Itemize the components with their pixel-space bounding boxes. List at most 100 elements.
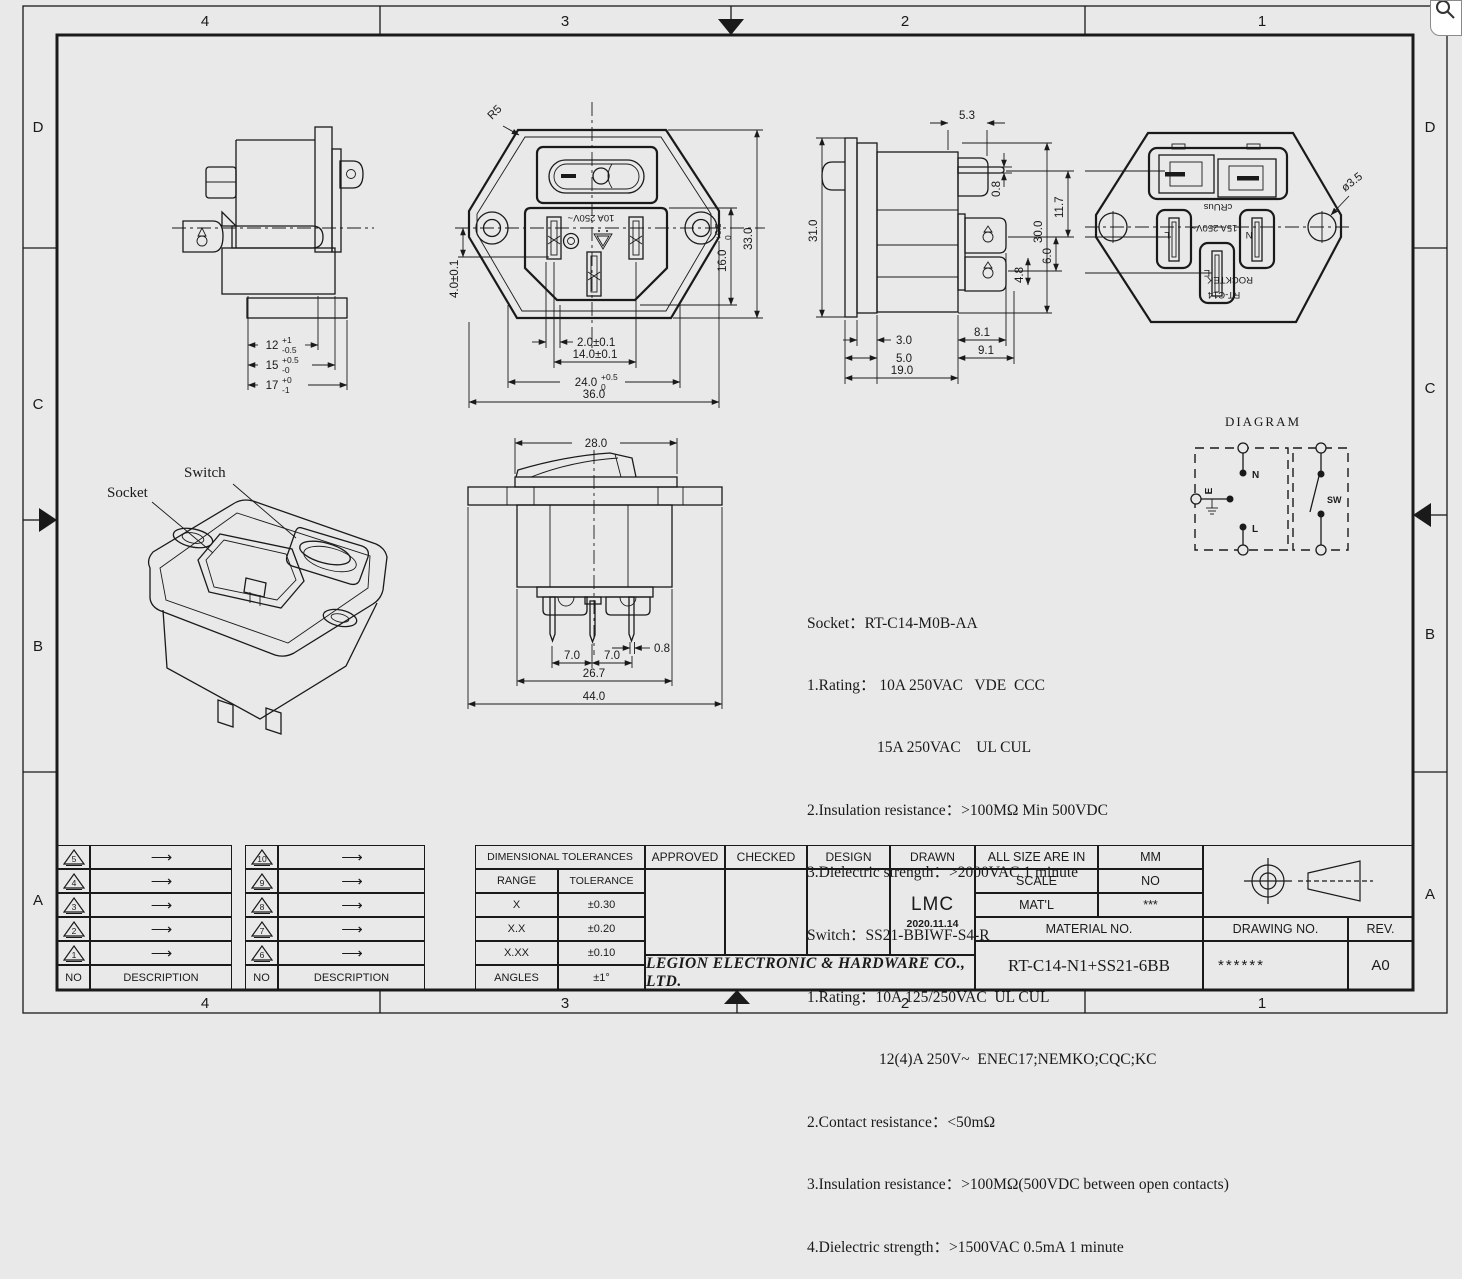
rev-no-header: NO [245, 965, 278, 990]
rev-number: 10 [257, 854, 267, 864]
tolerance-title: DIMENSIONAL TOLERANCES [475, 845, 645, 869]
zone-top-4: 4 [201, 13, 209, 30]
checked-cell [725, 869, 807, 955]
rear-rating-text: 15A 250V~ [1190, 222, 1237, 233]
dim-11-7: 11.7 [1054, 196, 1066, 218]
design-header: DESIGN [807, 845, 890, 869]
rev-no-header: NO [57, 965, 90, 990]
rev-arrow: ⟶ [278, 869, 425, 893]
side-view: 5.3 0.8 31.0 30.0 11.7 6.0 4.8 [808, 110, 1074, 384]
tolerance-range: X.X [475, 917, 558, 941]
spec-line: 15A 250VAC UL CUL [877, 739, 1032, 757]
tolerance-range: ANGLES [475, 965, 558, 990]
tolerance-range: X.XX [475, 941, 558, 965]
rev-arrow: ⟶ [278, 917, 425, 941]
iec-inlet-front: 10A 250V~ [523, 206, 669, 302]
dim-9-1: 9.1 [978, 345, 994, 357]
isometric-view: Socket Switch [107, 465, 388, 735]
front-rating-text: 10A 250V~ [567, 212, 614, 223]
zone-top-2: 2 [901, 13, 909, 30]
scale-label: SCALE [975, 869, 1098, 893]
dim-26-7: 26.7 [583, 668, 605, 680]
dim-hole-3-5: ø3.5 [1339, 171, 1365, 195]
dim-4: 4.0±0.1 [449, 260, 461, 298]
diagram-e-label: E [1204, 487, 1215, 494]
dim-44: 44.0 [583, 691, 605, 703]
design-cell [807, 869, 890, 955]
spec-line: 12(4)A 250V~ ENEC17;NEMKO;CQC;KC [879, 1051, 1157, 1069]
spec-line: 4.Dielectric strength：>1500VAC 0.5mA 1 m… [807, 1238, 1124, 1256]
terminal-n-label: N [1245, 229, 1252, 240]
dim-17: 17 [266, 380, 279, 392]
dim-28: 28.0 [585, 438, 607, 450]
circuit-diagram: DIAGRAM N L E SW [1190, 414, 1349, 556]
matl-label: MAT'L [975, 893, 1098, 917]
switch-terminal-block [1147, 143, 1289, 201]
dim-16-sub: 0 [723, 235, 733, 240]
material-no-label: MATERIAL NO. [975, 917, 1203, 941]
socket-terminals-rear [1155, 208, 1276, 305]
tolerance-value: ±0.30 [558, 893, 645, 917]
side-dimensions: 5.3 0.8 31.0 30.0 11.7 6.0 4.8 [808, 110, 1074, 384]
zone-left-d: D [33, 119, 44, 136]
dim-24-sup: +0.5 [601, 372, 618, 382]
drawn-cell: LMC 2020.11.14 [890, 869, 975, 955]
brand-text: ROCKTEK [1206, 274, 1253, 285]
diagram-title: DIAGRAM [1225, 414, 1301, 429]
rev-number: 3 [71, 902, 76, 912]
dim-14: 14.0±0.1 [573, 349, 618, 361]
rev-arrow: ⟶ [90, 869, 232, 893]
vde-triangle-logo [593, 230, 613, 250]
rev-arrow: ⟶ [90, 941, 232, 965]
zone-bottom-4: 4 [201, 995, 209, 1012]
front-dimensions: R5 33.0 16.0 +0.5 0 4.0±0.1 2.0±0.1 14.0… [449, 103, 763, 408]
zone-left-a: A [33, 892, 43, 909]
dim-8-1: 8.1 [974, 327, 990, 339]
dim-5-0: 5.0 [896, 353, 912, 365]
dim-16-sup: +0.5 [713, 223, 723, 240]
zoom-cursor-overlay [1430, 0, 1462, 36]
zone-left-b: B [33, 638, 43, 655]
drawn-by: LMC [910, 894, 955, 915]
rocker-on-mark [561, 174, 576, 178]
dim-15-sup: +0.5 [282, 355, 299, 365]
zone-top-3: 3 [561, 13, 569, 30]
dim-4-8: 4.8 [1014, 267, 1026, 283]
dim-19: 19.0 [891, 365, 913, 377]
third-angle-projection-icon [1244, 858, 1373, 904]
spec-line: Socket：RT-C14-M0B-AA [807, 614, 978, 632]
section-dimensions: 12 +1 -0.5 15 +0.5 -0 17 +0 -1 [247, 296, 348, 395]
dim-30: 30.0 [1033, 221, 1045, 243]
rev-arrow: ⟶ [278, 893, 425, 917]
zone-right-c: C [1425, 380, 1436, 397]
dim-24-sub: 0 [601, 382, 606, 392]
dim-r5: R5 [486, 103, 505, 122]
dim-36: 36.0 [583, 389, 605, 401]
drawing-no-value: ****** [1203, 941, 1348, 990]
approved-header: APPROVED [645, 845, 725, 869]
section-side-view: 12 +1 -0.5 15 +0.5 -0 17 +0 -1 [172, 126, 374, 395]
cert-mark-text: cRUus [1204, 201, 1233, 212]
rev-number: 6 [259, 950, 264, 960]
projection-symbol-cell [1203, 845, 1413, 917]
dim-15: 15 [266, 360, 279, 372]
rev-number: 4 [71, 878, 76, 888]
switch-callout: Switch [184, 465, 226, 481]
zone-right-b: B [1425, 626, 1435, 643]
sheet-border: 4 3 2 1 4 3 2 1 D C B A D C B A [22, 5, 1448, 1014]
dim-2: 2.0±0.1 [577, 337, 615, 349]
zone-labels: 4 3 2 1 4 3 2 1 D C B A D C B A [33, 13, 1436, 1012]
dim-31: 31.0 [808, 220, 820, 242]
diagram-l-label: L [1252, 524, 1258, 535]
dim-7-left: 7.0 [564, 650, 580, 662]
material-no-value: RT-C14-N1+SS21-6BB [975, 941, 1203, 990]
tolerance-value: ±1° [558, 965, 645, 990]
drawing-sheet: 4 3 2 1 4 3 2 1 D C B A D C B A [22, 0, 1462, 1256]
top-view-dimensions: 28.0 0.8 7.0 7.0 26.7 44.0 [467, 438, 723, 709]
magnifier-icon [1436, 0, 1455, 19]
rev-arrow: ⟶ [90, 917, 232, 941]
zone-bottom-1: 1 [1258, 995, 1266, 1012]
cert-round-logo [562, 232, 580, 250]
tolerance-value: ±0.20 [558, 917, 645, 941]
zone-bottom-3: 3 [561, 995, 569, 1012]
